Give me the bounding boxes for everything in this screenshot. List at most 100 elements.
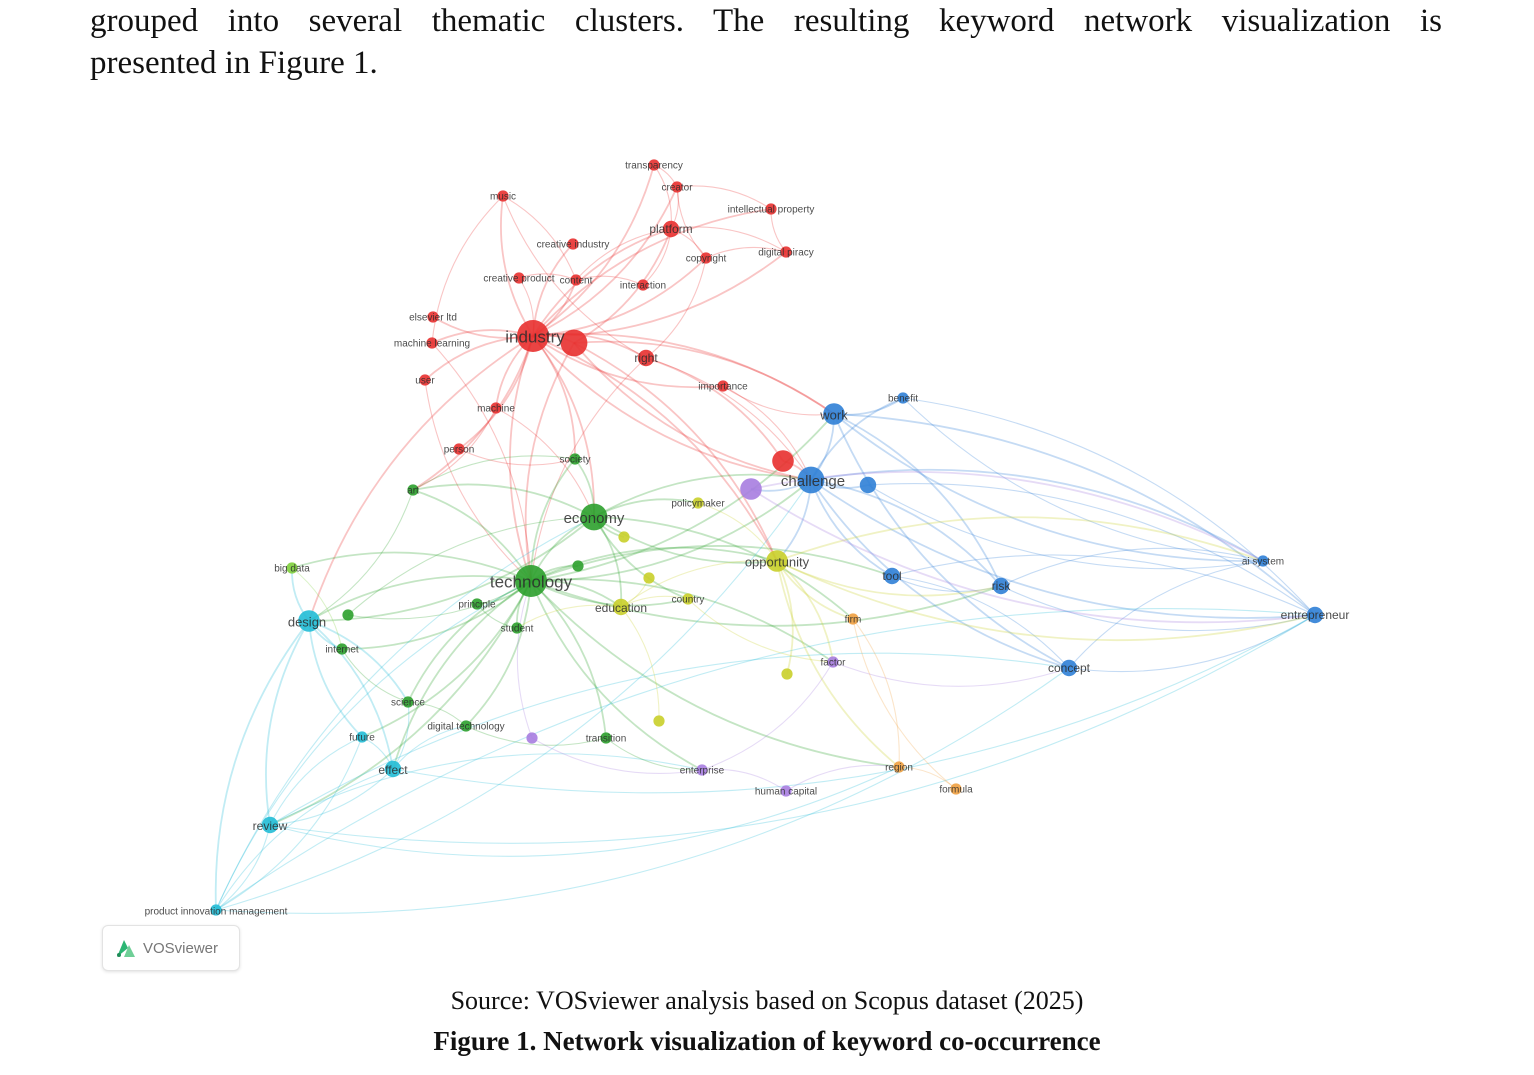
network-edge — [810, 479, 893, 577]
network-node — [823, 403, 845, 425]
network-edge — [407, 701, 467, 727]
vosviewer-logo-text: VOSviewer — [143, 939, 219, 957]
network-edge — [676, 185, 772, 210]
network-node-label: design — [288, 614, 326, 629]
network-node — [700, 252, 712, 264]
network-edge — [810, 479, 1002, 587]
vosviewer-logo: VOSviewer — [102, 925, 240, 971]
network-node — [513, 272, 525, 284]
network-node-label: importance — [698, 382, 748, 393]
network-node — [515, 565, 547, 597]
network-node-label: transparency — [625, 161, 683, 172]
network-node-label: intellectual property — [728, 205, 815, 216]
network-edge — [705, 246, 787, 259]
network-nodes — [210, 159, 1324, 916]
network-node-label: economy — [564, 510, 625, 527]
network-edge — [308, 620, 394, 770]
network-edge — [620, 606, 660, 722]
network-edge — [575, 275, 644, 286]
network-node — [298, 610, 320, 632]
network-edge — [687, 598, 834, 663]
network-edge — [465, 725, 607, 746]
network-node — [497, 190, 509, 202]
network-edge — [852, 618, 900, 768]
network-node-label: enterprise — [680, 766, 725, 777]
network-edge — [532, 228, 672, 337]
network-edge — [645, 357, 812, 481]
network-node-label: formula — [939, 785, 973, 796]
network-edge — [722, 385, 835, 416]
network-node — [696, 764, 708, 776]
network-node-label: user — [415, 376, 435, 387]
network-node — [342, 609, 354, 621]
network-edge — [833, 413, 1264, 562]
network-node — [637, 279, 649, 291]
network-node-label: digital technology — [427, 722, 504, 733]
network-edge — [291, 551, 532, 582]
network-node — [460, 720, 472, 732]
network-edge — [412, 407, 497, 491]
network-edge — [530, 479, 812, 582]
network-edge — [867, 482, 1316, 616]
network-node-label: risk — [992, 579, 1012, 593]
network-edge — [516, 580, 533, 739]
network-node-label: opportunity — [745, 554, 810, 569]
network-node — [511, 622, 523, 634]
network-edge — [573, 342, 812, 481]
network-edge — [341, 648, 409, 703]
network-edge — [502, 195, 647, 359]
network-node-label: interaction — [620, 281, 666, 292]
network-edge — [524, 342, 575, 582]
network-edge — [424, 379, 532, 582]
network-edge — [867, 484, 1264, 570]
network-edge — [308, 620, 409, 703]
network-edge — [532, 164, 655, 337]
network-edge — [593, 516, 854, 620]
network-edge — [269, 652, 1070, 826]
network-edge — [495, 407, 595, 518]
network-edge — [214, 620, 310, 911]
network-node — [612, 598, 630, 616]
network-node — [572, 560, 584, 572]
network-edge — [269, 580, 532, 826]
network-node — [765, 203, 777, 215]
network-node — [567, 238, 579, 250]
network-node — [356, 731, 368, 743]
network-edge — [532, 186, 678, 337]
network-node — [1060, 659, 1078, 677]
network-edge — [347, 580, 532, 620]
network-node — [893, 761, 905, 773]
network-edge — [1068, 614, 1316, 673]
paragraph-line-1: grouped into several thematic clusters. … — [90, 3, 1442, 39]
network-edges — [214, 164, 1316, 914]
network-edge — [532, 335, 778, 562]
network-edge — [341, 580, 532, 650]
figure-caption: Figure 1. Network visualization of keywo… — [433, 1026, 1101, 1056]
network-edge — [891, 575, 1002, 592]
network-edge — [701, 768, 787, 792]
network-edge — [1000, 547, 1264, 587]
network-edge — [530, 580, 689, 607]
network-node-label: creative industry — [537, 240, 610, 251]
network-edge — [308, 620, 363, 738]
network-node-label: machine — [477, 404, 515, 415]
network-node-label: copyright — [686, 254, 727, 265]
network-node-label: technology — [490, 572, 573, 591]
network-node — [682, 593, 694, 605]
network-node — [336, 643, 348, 655]
network-node — [717, 380, 729, 392]
network-edge — [620, 560, 778, 608]
network-node-label: human capital — [755, 787, 817, 798]
network-node-label: digital piracy — [758, 248, 814, 259]
network-node — [569, 453, 581, 465]
network-edge — [750, 488, 1316, 624]
network-node — [517, 320, 549, 352]
network-node-label: transition — [586, 734, 627, 745]
network-node-label: creative product — [483, 274, 554, 285]
network-node — [662, 220, 680, 238]
network-node — [419, 374, 431, 386]
network-edge — [215, 667, 1070, 914]
network-edge — [215, 768, 394, 911]
network-node-label: society — [559, 455, 590, 466]
